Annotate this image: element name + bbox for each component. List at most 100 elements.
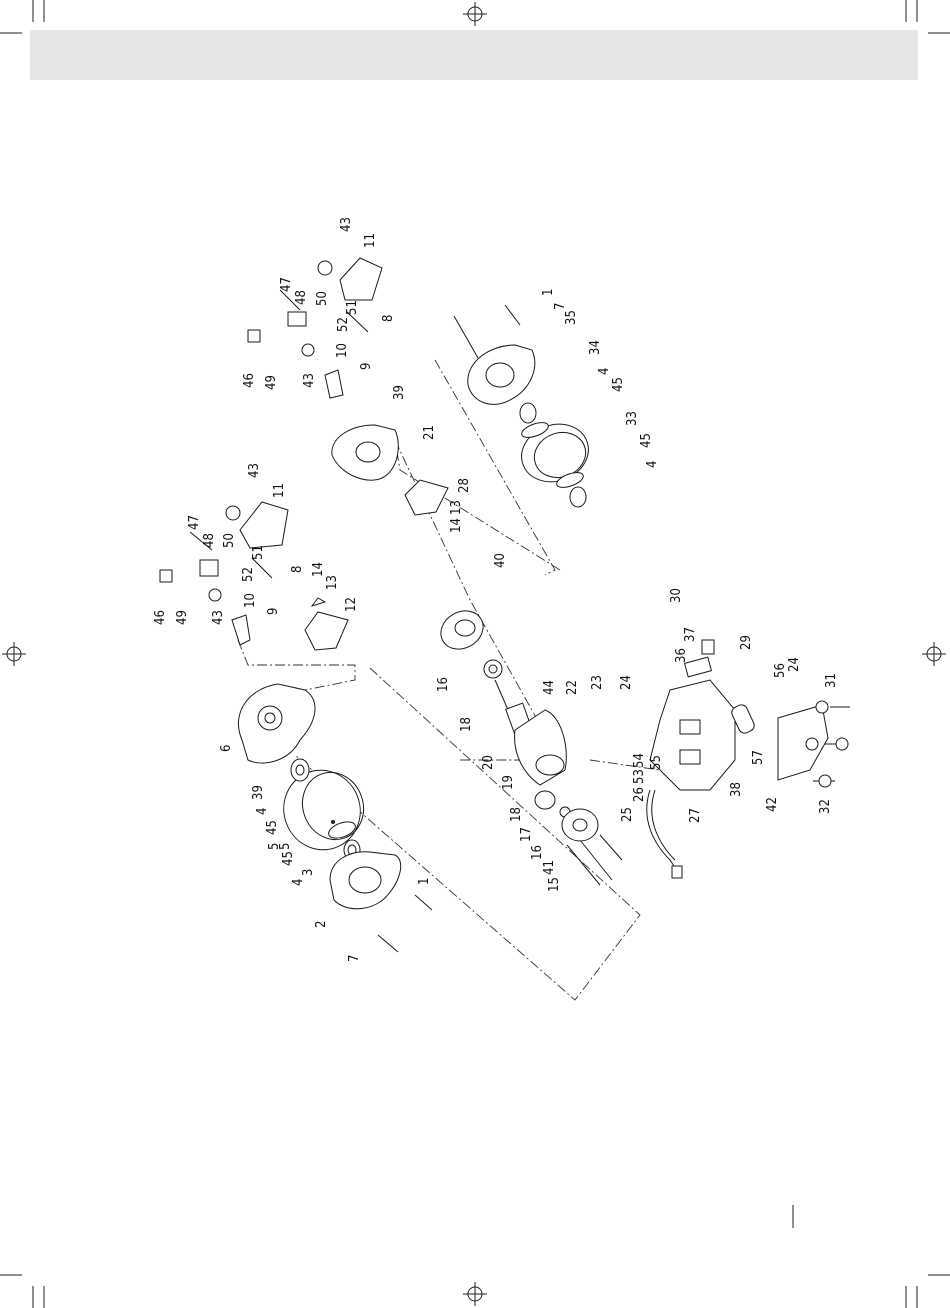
label-4d: 4 <box>645 461 660 468</box>
label-13b: 13 <box>449 500 464 515</box>
right-guard-inner <box>332 425 398 480</box>
label-50b: 50 <box>315 291 330 306</box>
label-8a: 8 <box>290 566 305 573</box>
motor-end-plate-left <box>434 603 490 656</box>
bearing-right <box>535 791 570 817</box>
label-12: 12 <box>344 597 359 612</box>
label-4b: 4 <box>291 879 306 886</box>
label-35: 35 <box>564 310 579 325</box>
label-45a: 45 <box>265 820 280 835</box>
label-37: 37 <box>683 627 698 642</box>
label-43c: 43 <box>302 373 317 388</box>
left-tool-rest <box>305 598 348 650</box>
label-45c: 45 <box>611 377 626 392</box>
right-outer-guard <box>468 345 535 404</box>
label-47b: 47 <box>279 277 294 292</box>
label-44: 44 <box>542 680 557 695</box>
label-42: 42 <box>765 797 780 812</box>
label-34: 34 <box>588 340 603 355</box>
label-43a: 43 <box>211 610 226 625</box>
label-11a: 11 <box>272 483 287 498</box>
base <box>650 680 735 790</box>
label-9b: 9 <box>359 363 374 370</box>
label-38: 38 <box>729 782 744 797</box>
left-wheel-guard <box>238 684 315 763</box>
label-3: 3 <box>301 869 316 876</box>
label-28: 28 <box>457 478 472 493</box>
motor-end-plate-right <box>562 809 598 841</box>
label-55: 55 <box>649 755 664 770</box>
label-4c: 4 <box>597 368 612 375</box>
label-47a: 47 <box>187 515 202 530</box>
label-29: 29 <box>739 635 754 650</box>
label-1a: 1 <box>417 878 432 885</box>
label-53: 53 <box>632 769 647 784</box>
label-39a: 39 <box>251 785 266 800</box>
label-21: 21 <box>422 425 437 440</box>
label-7a: 7 <box>347 955 362 962</box>
label-19: 19 <box>501 775 516 790</box>
label-13a: 13 <box>325 575 340 590</box>
label-26: 26 <box>632 787 647 802</box>
label-17: 17 <box>519 827 534 842</box>
label-48a: 48 <box>202 533 217 548</box>
label-32: 32 <box>818 799 833 814</box>
label-18a: 18 <box>459 717 474 732</box>
label-39b: 39 <box>392 385 407 400</box>
label-40: 40 <box>493 553 508 568</box>
label-22: 22 <box>565 680 580 695</box>
label-6: 6 <box>219 745 234 752</box>
left-outer-guard <box>330 852 401 909</box>
right-tool-rest <box>405 480 448 515</box>
label-46a: 46 <box>153 610 168 625</box>
label-9a: 9 <box>266 608 281 615</box>
label-1b: 1 <box>541 289 556 296</box>
label-46b: 46 <box>242 373 257 388</box>
label-27: 27 <box>688 808 703 823</box>
label-23: 23 <box>590 675 605 690</box>
label-51a: 51 <box>251 545 266 560</box>
label-43b: 43 <box>247 463 262 478</box>
label-41: 41 <box>542 860 557 875</box>
part-number-labels: 1 2 3 4 45 5 5 45 4 39 6 7 46 49 43 47 4… <box>153 217 839 962</box>
label-49b: 49 <box>264 375 279 390</box>
label-25: 25 <box>620 807 635 822</box>
power-cord <box>647 790 682 878</box>
label-31: 31 <box>824 673 839 688</box>
label-16a: 16 <box>436 677 451 692</box>
label-50a: 50 <box>222 533 237 548</box>
label-43d: 43 <box>339 217 354 232</box>
label-8b: 8 <box>381 315 396 322</box>
label-45b: 45 <box>281 851 296 866</box>
label-11b: 11 <box>363 233 378 248</box>
base-plate <box>778 705 828 780</box>
label-7b: 7 <box>553 303 568 310</box>
switch <box>685 640 714 677</box>
label-54: 54 <box>632 753 647 768</box>
label-57: 57 <box>751 750 766 765</box>
label-18b: 18 <box>509 807 524 822</box>
label-5b: 5 <box>267 843 282 850</box>
label-10a: 10 <box>243 593 258 608</box>
label-10b: 10 <box>335 343 350 358</box>
label-49a: 49 <box>175 610 190 625</box>
label-24a: 24 <box>619 675 634 690</box>
label-51b: 51 <box>345 300 360 315</box>
label-4a: 4 <box>255 808 270 815</box>
label-16b: 16 <box>530 845 545 860</box>
bearing-left <box>484 660 502 678</box>
label-2: 2 <box>314 921 329 928</box>
label-48b: 48 <box>294 290 309 305</box>
label-24b: 24 <box>787 657 802 672</box>
label-14a: 14 <box>311 562 326 577</box>
label-52a: 52 <box>241 567 256 582</box>
label-15: 15 <box>547 877 562 892</box>
label-20: 20 <box>481 755 496 770</box>
label-45d: 45 <box>639 433 654 448</box>
label-36: 36 <box>674 648 689 663</box>
label-52b: 52 <box>336 317 351 332</box>
label-14b: 14 <box>449 518 464 533</box>
label-33: 33 <box>625 411 640 426</box>
right-grinding-wheel <box>513 415 596 491</box>
